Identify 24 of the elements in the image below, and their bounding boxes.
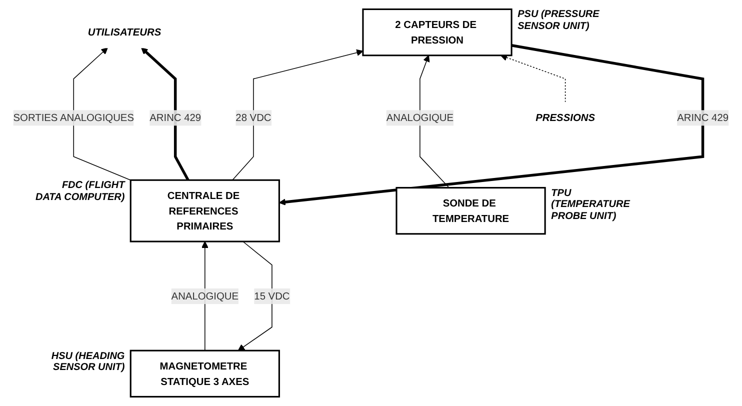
arrow [238,241,272,351]
node-caption: TPU (TEMPERATURE PROBE UNIT) [551,188,632,222]
node-caption: PSU (PRESSURE SENSOR UNIT) [518,9,600,32]
edge-label: ANALOGIQUE [171,290,239,302]
arrow [500,54,566,103]
node-box: 2 CAPTEURS DE PRESSION [362,8,512,56]
node-box: MAGNETOMETRE STATIQUE 3 AXES [130,350,280,398]
node-caption: FDC (FLIGHT DATA COMPUTER) [34,180,125,204]
edge-label: ANALOGIQUE [386,112,454,124]
arrow [73,47,132,181]
edge-label: ARINC 429 [677,112,729,124]
edge-label: SORTIES ANALOGIQUES [13,112,134,124]
node-caption: HSU (HEADING SENSOR UNIT) [50,350,125,374]
node-text: UTILISATEURS [88,26,162,38]
node-box: CENTRALE DE REFERENCES PRIMAIRES [130,179,280,242]
edge-label: 15 VDC [254,290,290,302]
arrow [232,49,364,180]
edge-label: ARINC 429 [150,112,202,124]
node-text: PRESSIONS [536,112,596,124]
node-box: SONDE DE TEMPERATURE [396,186,546,235]
arrow [420,55,450,188]
arrow [141,47,190,181]
arrow [279,44,704,206]
edge-label: 28 VDC [236,112,272,124]
